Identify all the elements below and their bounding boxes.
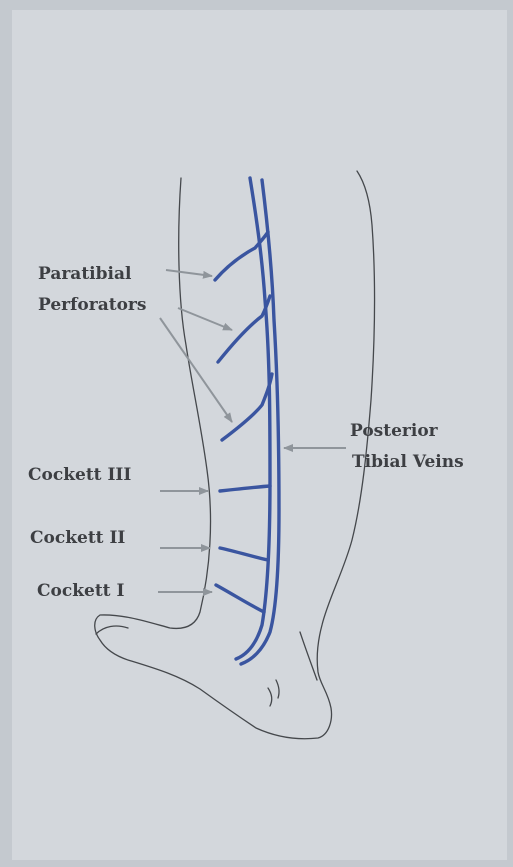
heel-crease [300,632,317,680]
cockett-ii-label: Cockett II [30,526,125,550]
cockett-ii-perforator [220,548,268,560]
leader-arrows [158,270,346,592]
arrow-paratibial-upper [166,270,212,276]
ankle-mark [268,688,272,706]
leg-outline [95,171,375,739]
cockett-i-label: Cockett I [37,579,124,603]
vein-system [215,178,279,664]
toe-line [96,626,128,634]
posterior-tibial-label-line2: Tibial Veins [352,450,464,474]
arrow-paratibial-middle [178,308,232,330]
cockett-iii-perforator [220,486,270,491]
cockett-i-perforator [216,585,264,612]
paratibial-perforator-lower [222,374,272,440]
cockett-iii-label: Cockett III [28,463,131,487]
leg-front-contour [95,171,375,739]
posterior-tibial-label-line1: Posterior [350,419,438,443]
paratibial-label-line1: Paratibial [38,262,131,286]
paratibial-label-line2: Perforators [38,293,146,317]
ankle-mark-2 [276,680,279,698]
paratibial-perforator-middle [218,296,270,362]
